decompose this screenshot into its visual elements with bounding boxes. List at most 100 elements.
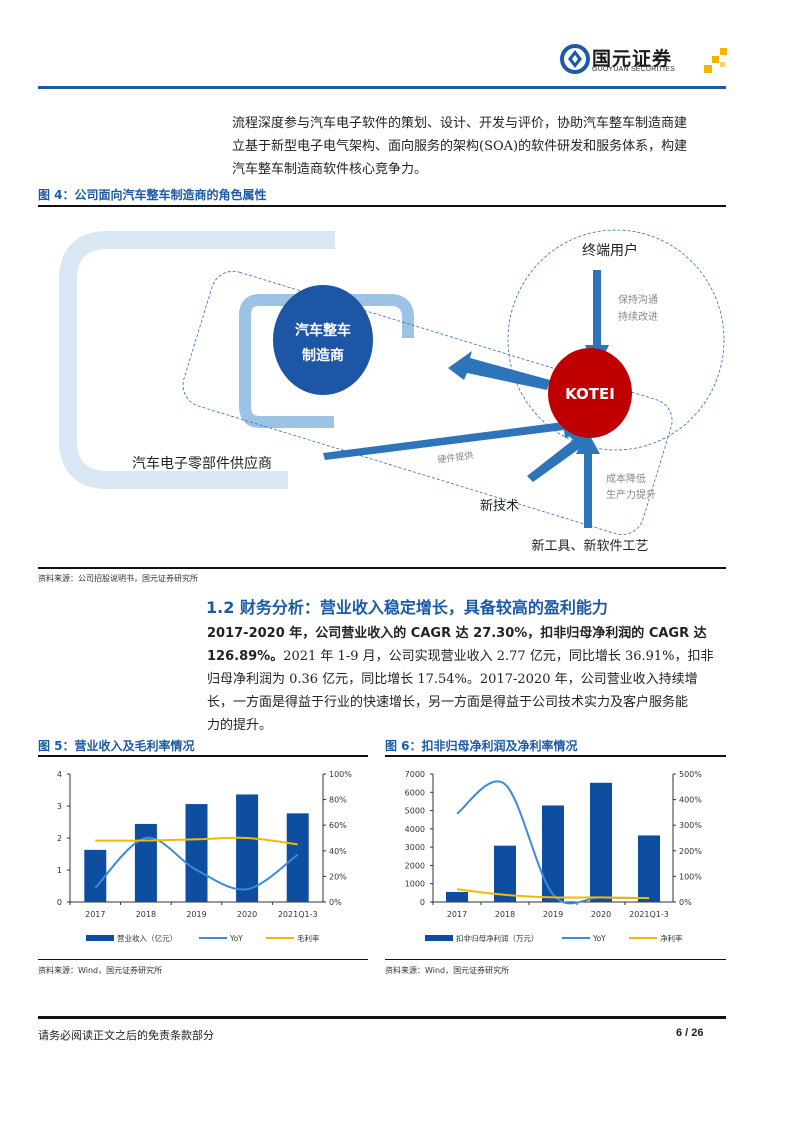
inner-frame-shape bbox=[239, 294, 414, 428]
left-tick-label: 7000 bbox=[405, 770, 425, 779]
x-tick-label: 2018 bbox=[136, 910, 156, 919]
right-tick-label: 60% bbox=[329, 821, 347, 830]
dashed-region bbox=[182, 270, 673, 535]
right-tick-label: 0% bbox=[329, 898, 342, 907]
line-series bbox=[456, 888, 650, 900]
right-tick-label: 80% bbox=[329, 796, 347, 805]
brand-name-cn: 国元证券 bbox=[592, 48, 673, 70]
right-tick-label: 500% bbox=[679, 770, 702, 779]
footer-disclaimer: 请务必阅读正文之后的免责条款部分 bbox=[38, 1029, 214, 1042]
figure5-bottom-rule bbox=[38, 959, 368, 960]
right-tick-label: 100% bbox=[329, 770, 352, 779]
left-tick-label: 4000 bbox=[405, 825, 425, 834]
intro-paragraph: 流程深度参与汽车电子软件的策划、设计、开发与评价，协助汽车整车制造商建 立基于新… bbox=[232, 112, 732, 181]
new-tech-label: 新技术 bbox=[480, 498, 519, 514]
cost-note-2: 生产力提升 bbox=[606, 488, 656, 501]
oem-label-2: 制造商 bbox=[302, 347, 344, 364]
cost-note-1: 成本降低 bbox=[606, 472, 646, 485]
x-tick-label: 2021Q1-3 bbox=[629, 910, 669, 919]
left-tick-label: 3000 bbox=[405, 843, 425, 852]
legend-label: 净利率 bbox=[660, 933, 683, 943]
left-tick-label: 5000 bbox=[405, 807, 425, 816]
right-tick-label: 300% bbox=[679, 821, 702, 830]
left-tick-label: 2000 bbox=[405, 861, 425, 870]
guoyuan-logo-icon bbox=[560, 44, 590, 74]
bar bbox=[638, 835, 660, 902]
bar bbox=[84, 849, 107, 902]
right-tick-label: 0% bbox=[679, 898, 692, 907]
communicate-note-2: 持续改进 bbox=[618, 310, 658, 323]
bar bbox=[446, 891, 468, 902]
left-tick-label: 1 bbox=[57, 866, 62, 875]
outer-frame-shape bbox=[59, 231, 335, 489]
bar bbox=[236, 794, 259, 902]
legend-swatch-bar bbox=[86, 935, 114, 941]
figure4-title: 图 4：公司面向汽车整车制造商的角色属性 bbox=[38, 188, 267, 202]
left-tick-label: 4 bbox=[57, 770, 62, 779]
right-tick-label: 400% bbox=[679, 796, 702, 805]
x-tick-label: 2020 bbox=[591, 910, 611, 919]
dashed-user-circle bbox=[507, 229, 725, 451]
x-tick-label: 2017 bbox=[85, 910, 105, 919]
figure6-title: 图 6：扣非归母净利润及净利率情况 bbox=[385, 739, 578, 753]
intro-line: 流程深度参与汽车电子软件的策划、设计、开发与评价，协助汽车整车制造商建 bbox=[232, 116, 688, 131]
intro-line: 汽车整车制造商软件核心竞争力。 bbox=[232, 162, 428, 177]
left-tick-label: 1000 bbox=[405, 880, 425, 889]
bar bbox=[494, 845, 516, 902]
body-paragraph: 2017-2020 年，公司营业收入的 CAGR 达 27.30%，扣非归母净利… bbox=[207, 622, 732, 737]
legend-label: YoY bbox=[592, 934, 606, 943]
legend-label: 扣非归母净利润（万元） bbox=[456, 933, 539, 943]
page-number: 6 / 26 bbox=[676, 1027, 704, 1039]
right-tick-label: 20% bbox=[329, 872, 347, 881]
legend-label: 毛利率 bbox=[297, 933, 320, 943]
figure5-top-rule bbox=[38, 755, 368, 757]
oem-label-1: 汽车整车 bbox=[295, 322, 351, 339]
left-tick-label: 0 bbox=[57, 898, 62, 907]
figure6-top-rule bbox=[385, 755, 726, 757]
body-line: 归母净利润为 0.36 亿元，同比增长 17.54%。2017-2020 年，公… bbox=[207, 672, 698, 687]
bar bbox=[590, 782, 612, 902]
logo-accent-squares-icon bbox=[704, 48, 727, 73]
body-line: 2017-2020 年，公司营业收入的 CAGR 达 27.30%，扣非归母净利… bbox=[207, 626, 707, 641]
oem-node bbox=[273, 285, 373, 395]
x-tick-label: 2019 bbox=[186, 910, 206, 919]
left-tick-label: 2 bbox=[57, 834, 62, 843]
brand-logo bbox=[560, 42, 730, 82]
line-series bbox=[94, 836, 299, 891]
arrow-from-newtools-icon bbox=[576, 432, 600, 528]
right-tick-label: 40% bbox=[329, 847, 347, 856]
bar bbox=[286, 813, 309, 902]
bar bbox=[542, 805, 564, 902]
figure4-bottom-rule bbox=[38, 567, 726, 569]
section-title: 1.2 财务分析：营业收入稳定增长，具备较高的盈利能力 bbox=[206, 598, 608, 617]
end-user-label: 终端用户 bbox=[582, 242, 638, 259]
figure4-source: 资料来源：公司招股说明书，国元证券研究所 bbox=[38, 574, 198, 583]
line-series bbox=[95, 836, 298, 846]
intro-line: 立基于新型电子电气架构、面向服务的架构(SOA)的软件研发和服务体系，构建 bbox=[232, 139, 688, 154]
brand-name-en: GUOYUAN SECURITIES bbox=[592, 66, 675, 73]
body-line: 力的提升。 bbox=[207, 718, 273, 733]
figure6-source: 资料来源：Wind，国元证券研究所 bbox=[385, 966, 510, 975]
x-tick-label: 2018 bbox=[495, 910, 515, 919]
bar bbox=[185, 804, 208, 902]
figure5-title: 图 5：营业收入及毛利率情况 bbox=[38, 739, 195, 753]
figure4-top-rule bbox=[38, 205, 726, 207]
communicate-note-1: 保持沟通 bbox=[618, 293, 658, 306]
body-line: 126.89%。2021 年 1-9 月，公司实现营业收入 2.77 亿元，同比… bbox=[207, 649, 714, 664]
supplier-label: 汽车电子零部件供应商 bbox=[132, 455, 272, 472]
left-tick-label: 3 bbox=[57, 802, 62, 811]
kotei-label: KOTEI bbox=[565, 385, 615, 403]
right-tick-label: 100% bbox=[679, 872, 702, 881]
bar bbox=[134, 823, 157, 902]
kotei-node bbox=[548, 348, 632, 438]
new-tools-label: 新工具、新软件工艺 bbox=[531, 538, 648, 554]
right-tick-label: 200% bbox=[679, 847, 702, 856]
figure6-bottom-rule bbox=[385, 959, 726, 960]
figure4-diagram: 汽车整车 制造商 KOTEI 终端用户 保持沟通 持续改进 汽车电子零部件供应商… bbox=[59, 229, 725, 554]
x-tick-label: 2020 bbox=[237, 910, 257, 919]
body-line: 长，一方面是得益于行业的快速增长，另一方面是得益于公司技术实力及客户服务能 bbox=[207, 695, 689, 710]
arrow-to-oem-icon bbox=[448, 351, 550, 390]
left-tick-label: 0 bbox=[420, 898, 425, 907]
left-tick-label: 6000 bbox=[405, 788, 425, 797]
header-divider bbox=[38, 86, 726, 89]
